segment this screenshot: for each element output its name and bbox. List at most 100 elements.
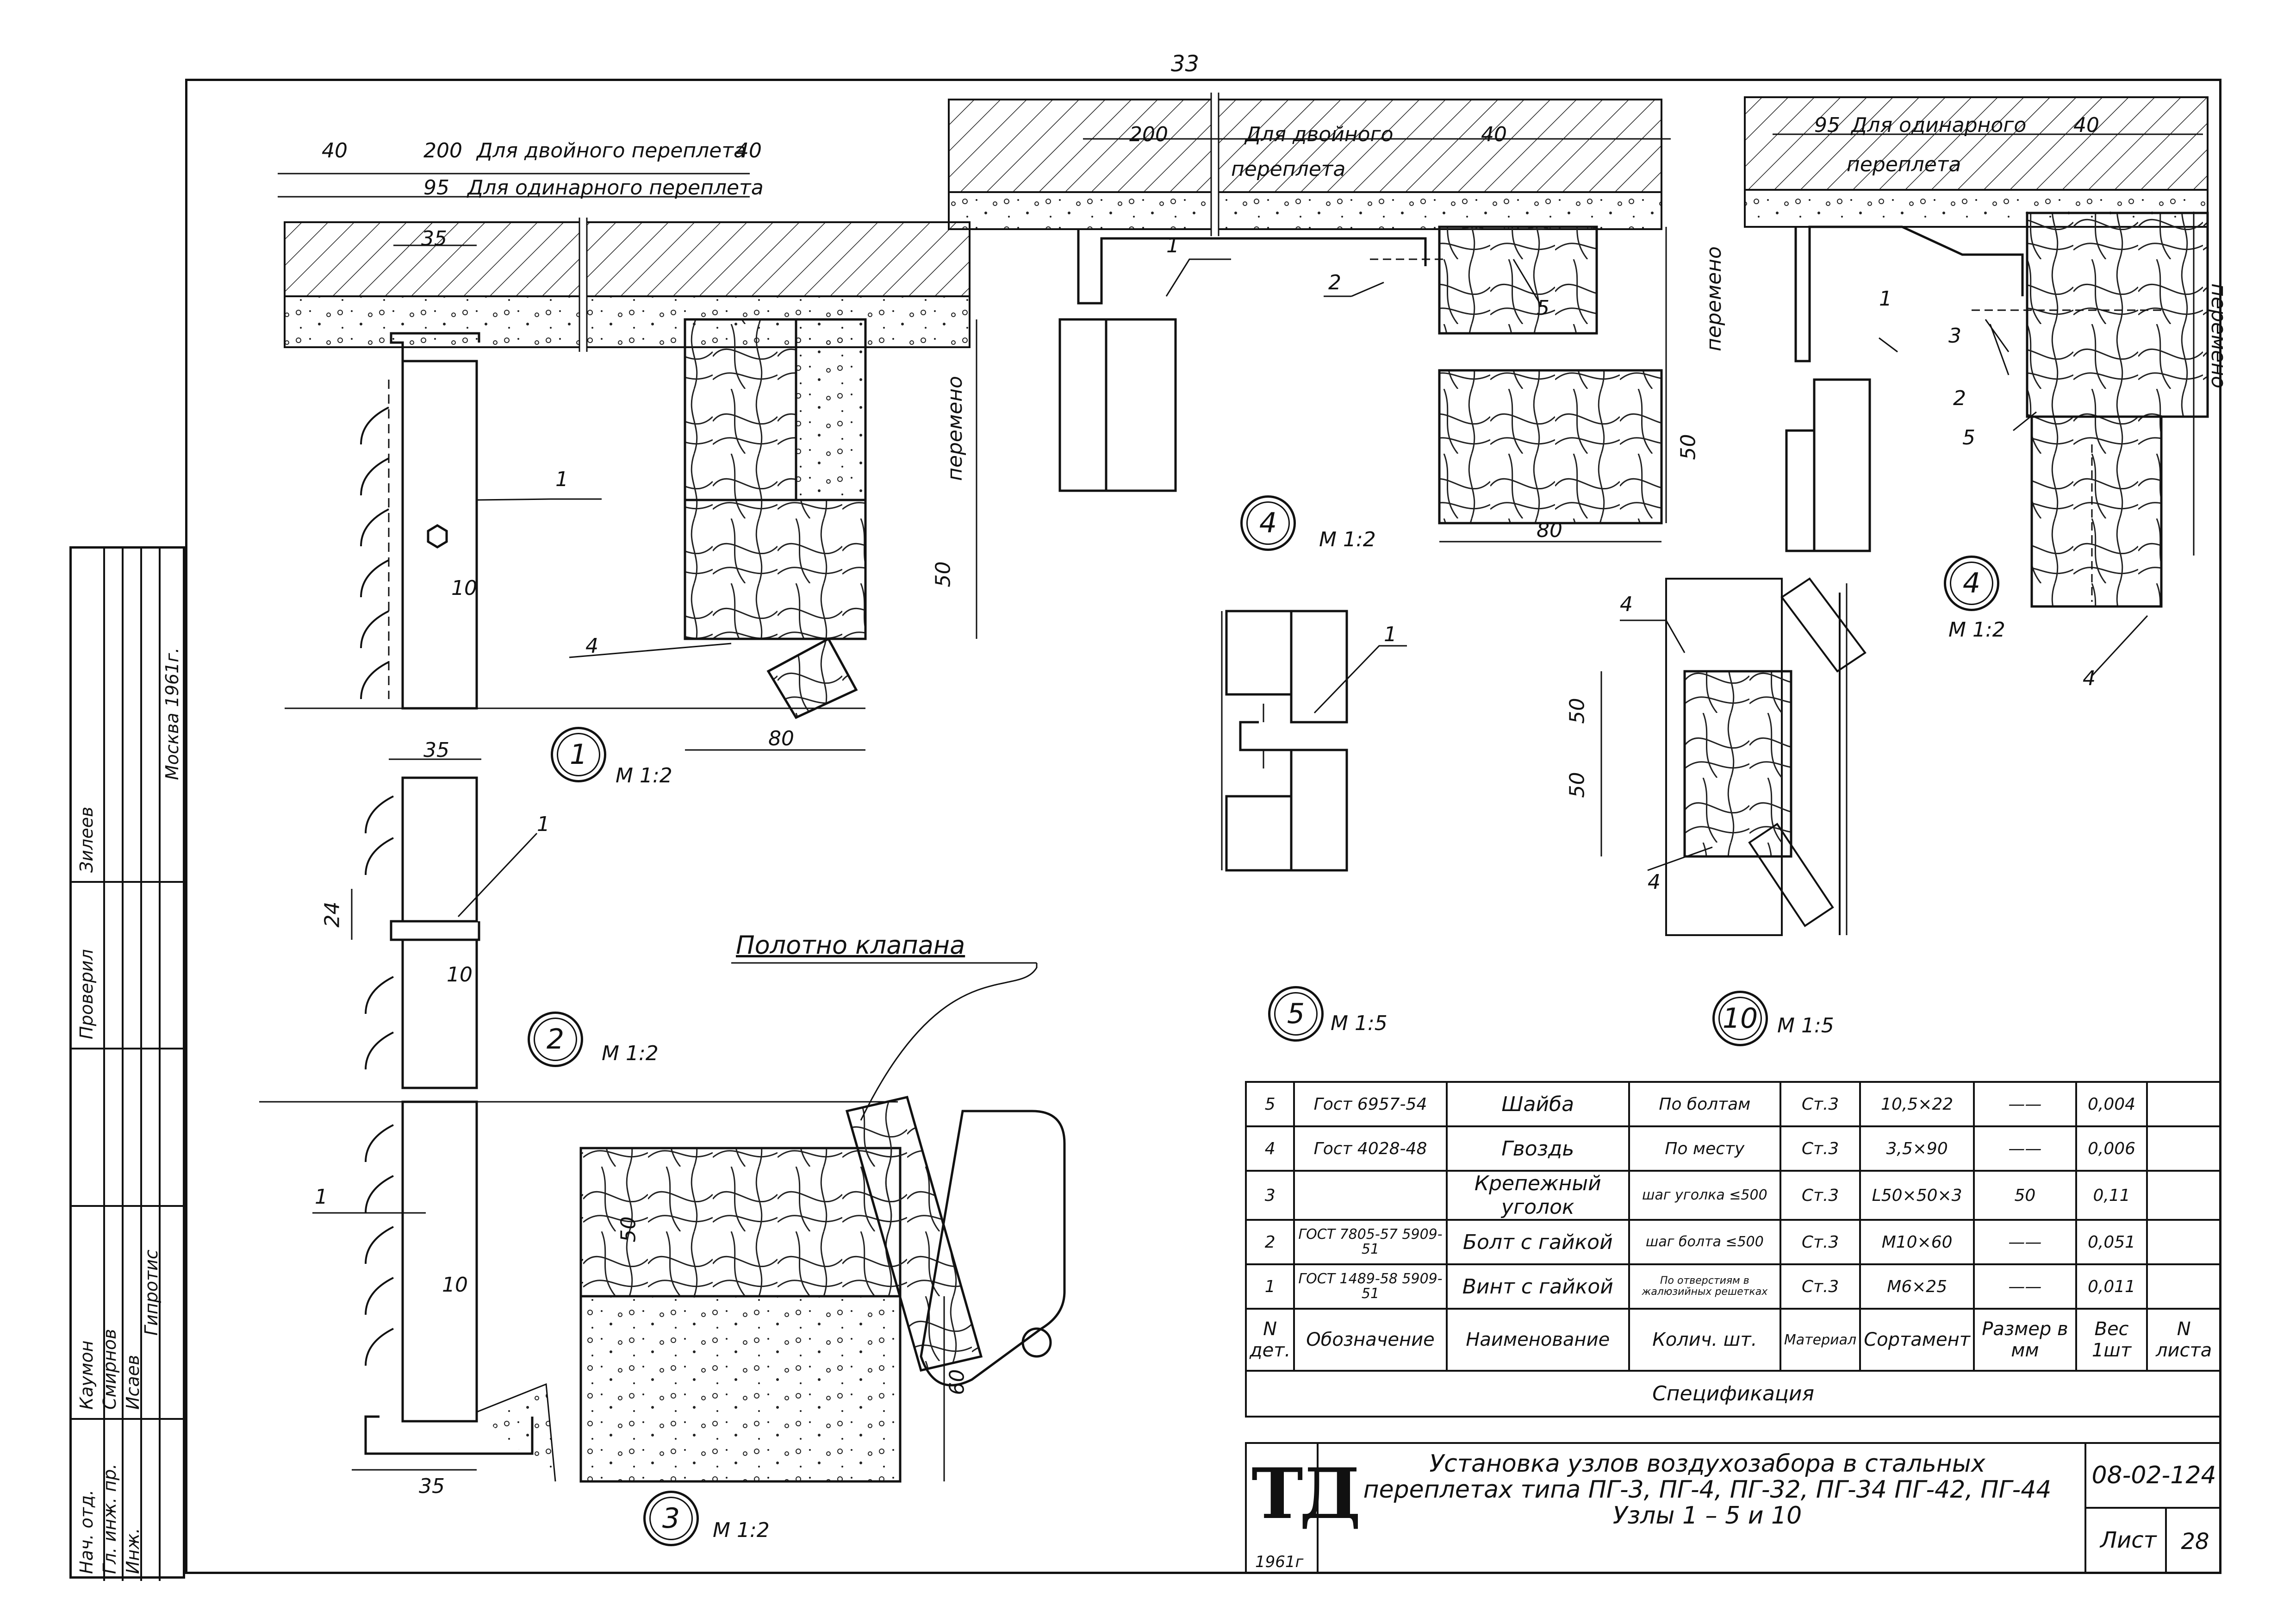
table-header-row: N дет. Обозначение Наименование Колич. ш… (1244, 1308, 2221, 1372)
cell-weight: 0,006 (2075, 1125, 2148, 1172)
note-single-node4r: Для одинарного (1851, 113, 2027, 137)
node-scale-2: М 1:2 (602, 1042, 659, 1065)
node-scale-1: М 1:2 (616, 764, 672, 787)
node-scale-5: М 1:5 (1331, 1012, 1388, 1035)
title-line-1: Установка узлов воздухозабора в стальных (1429, 1450, 1985, 1478)
node-scale-4-right: М 1:2 (1948, 618, 2005, 642)
header-weight: Вес 1шт (2075, 1308, 2148, 1372)
stamp-role-checked: Проверил (76, 949, 97, 1039)
cell-doc: Гост 4028-48 (1293, 1125, 1448, 1172)
note-sash-node4: переплета (1231, 157, 1346, 181)
cell-size: —— (1973, 1081, 2077, 1127)
callout-1-node5: 1 (1384, 623, 1397, 646)
node-marker-3: 3 (643, 1491, 699, 1546)
dim-80-node4: 80 (1537, 518, 1562, 542)
dim-60-node3: 60 (945, 1369, 969, 1395)
note-double-node4: Для двойного (1245, 123, 1394, 146)
cell-qty: По отверстиям в жалюзийных решетках (1628, 1263, 1781, 1310)
node-marker-10: 10 (1712, 991, 1768, 1046)
table-row: 4 Гост 4028-48 Гвоздь По месту Ст.3 3,5×… (1244, 1125, 2221, 1172)
cell-qty: шаг уголка ≤500 (1628, 1170, 1781, 1221)
page-number: 33 (1171, 51, 1200, 77)
note-variable-node4: перемено (1702, 246, 1726, 351)
cell-doc: ГОСТ 1489-58 5909-51 (1293, 1263, 1448, 1310)
dim-10-node1: 10 (451, 576, 477, 600)
cell-size: —— (1973, 1219, 2077, 1265)
cell-doc (1293, 1170, 1448, 1221)
node-marker-4-right: 4 (1944, 556, 1999, 611)
node-marker-4-center: 4 (1240, 495, 1296, 551)
cell-size: —— (1973, 1125, 2077, 1172)
dim-50-node4: 50 (1676, 434, 1700, 460)
cell-weight: 0,051 (2075, 1219, 2148, 1265)
header-size: Размер в мм (1973, 1308, 2077, 1372)
stamp-organization: Гипротис (141, 1249, 162, 1336)
logo-year: 1961г (1255, 1553, 1304, 1571)
callout-2-node4r: 2 (1953, 387, 1966, 410)
note-variable-node1: перемено (943, 376, 967, 481)
dim-10-node3: 10 (442, 1273, 468, 1297)
header-name: Наименование (1445, 1308, 1630, 1372)
cell-name: Гвоздь (1445, 1125, 1630, 1172)
dim-40-node4: 40 (1481, 123, 1507, 146)
cell-sheet (2146, 1263, 2221, 1310)
title-line-2: переплетах типа ПГ-3, ПГ-4, ПГ-32, ПГ-34… (1363, 1476, 2052, 1504)
header-sort: Сортамент (1859, 1308, 1975, 1372)
table-row: 1 ГОСТ 1489-58 5909-51 Винт с гайкой По … (1244, 1263, 2221, 1310)
stamp-name-3: Исаев (123, 1355, 143, 1410)
dim-40-node1-right: 40 (736, 139, 762, 162)
dim-200-node1: 200 (423, 139, 462, 162)
cell-sort: М6×25 (1859, 1263, 1975, 1310)
node-scale-4-center: М 1:2 (1319, 528, 1376, 551)
cell-sort: М10×60 (1859, 1219, 1975, 1265)
cell-mat: Ст.3 (1779, 1125, 1861, 1172)
title-block: ТД 1961г Установка узлов воздухозабора в… (1245, 1442, 2221, 1574)
dim-35-node2: 35 (423, 738, 449, 762)
cell-size: —— (1973, 1263, 2077, 1310)
dim-200-node4: 200 (1129, 123, 1168, 146)
drawing-title: Установка узлов воздухозабора в стальных… (1332, 1451, 2082, 1529)
dim-40-node1-left: 40 (322, 139, 348, 162)
callout-1-node4: 1 (1166, 234, 1179, 257)
table-caption-row: Спецификация (1245, 1370, 2221, 1418)
cell-sort: L50×50×3 (1859, 1170, 1975, 1221)
dim-10-node2: 10 (447, 963, 473, 987)
node-scale-3: М 1:2 (713, 1518, 770, 1542)
cell-sheet (2146, 1170, 2221, 1221)
stamp-name-1: Каумон (76, 1340, 97, 1410)
stamp-role-1: Нач. отд. (76, 1489, 97, 1574)
callout-5-node4r: 5 (1962, 426, 1975, 450)
callout-5-node4: 5 (1537, 296, 1549, 320)
dim-95-node4r: 95 (1814, 113, 1840, 137)
cell-n: 1 (1244, 1263, 1295, 1310)
table-row: 5 Гост 6957-54 Шайба По болтам Ст.3 10,5… (1244, 1081, 2221, 1127)
stamp-name-checked: Зилеев (76, 806, 97, 873)
note-double-sash-node1: Для двойного переплета (477, 139, 746, 162)
cell-name: Шайба (1445, 1081, 1630, 1127)
callout-3-node4r: 3 (1948, 324, 1961, 348)
stamp-grid (72, 549, 187, 1581)
drawing-frame (185, 79, 2221, 1574)
callout-4-node1: 4 (585, 634, 598, 658)
note-variable-node4r: перемено (2206, 283, 2230, 388)
dim-50-node3: 50 (616, 1216, 641, 1243)
cell-sort: 10,5×22 (1859, 1081, 1975, 1127)
callout-2-node4: 2 (1328, 271, 1341, 294)
node-scale-10: М 1:5 (1777, 1014, 1834, 1037)
dim-95-node1: 95 (423, 176, 449, 200)
cell-doc: ГОСТ 7805-57 5909-51 (1293, 1219, 1448, 1265)
stamp-role-3: Инж. (123, 1528, 143, 1574)
callout-1-node1: 1 (555, 468, 568, 491)
cell-sort: 3,5×90 (1859, 1125, 1975, 1172)
cell-qty: По болтам (1628, 1081, 1781, 1127)
header-sheet: N листа (2146, 1308, 2221, 1372)
callout-4-node4r: 4 (2083, 667, 2096, 690)
dim-50-node10-top: 50 (1565, 698, 1589, 724)
callout-1-node2: 1 (537, 812, 550, 836)
stamp-city-year: Москва 1961г. (162, 647, 182, 780)
callout-4-node10-bottom: 4 (1648, 870, 1661, 894)
sheet-number: 28 (2165, 1509, 2223, 1574)
dim-35-node3: 35 (419, 1474, 445, 1498)
table-row: 2 ГОСТ 7805-57 5909-51 Болт с гайкой шаг… (1244, 1219, 2221, 1265)
